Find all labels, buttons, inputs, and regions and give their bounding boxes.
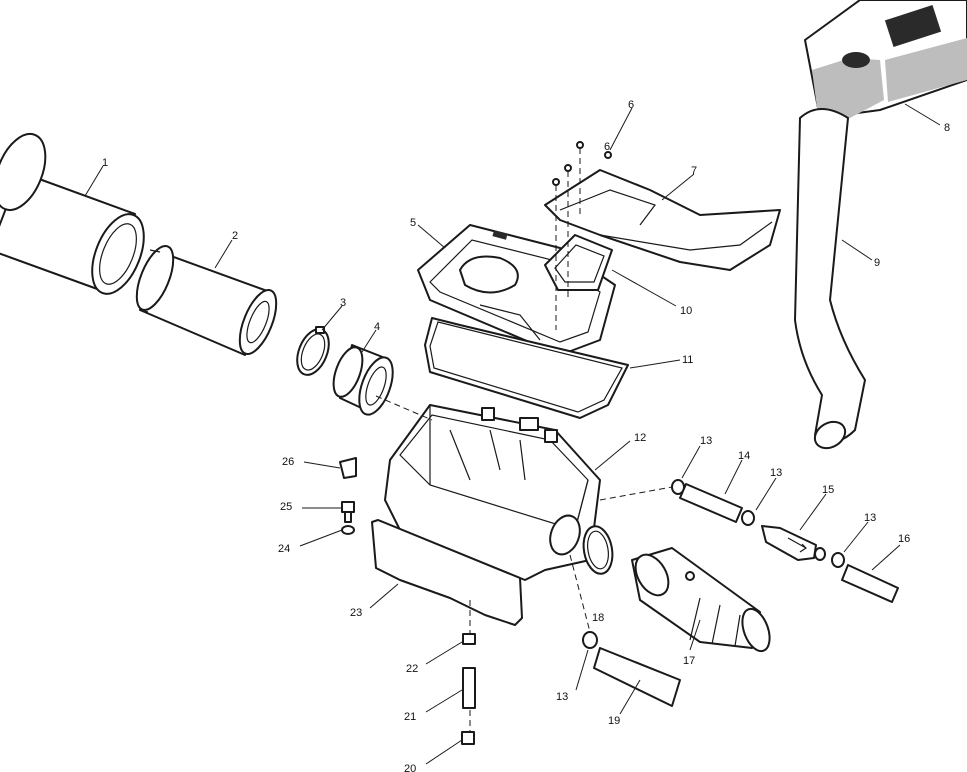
callout-17: 17 <box>683 655 695 667</box>
part-4-adapter-ring <box>332 344 394 416</box>
callout-20: 20 <box>404 763 416 772</box>
part-15-check-valve <box>761 525 826 561</box>
callout-13-d: 13 <box>556 691 568 703</box>
callout-22: 22 <box>406 663 418 675</box>
callout-23: 23 <box>350 607 362 619</box>
callout-8: 8 <box>944 122 950 134</box>
callout-1: 1 <box>102 157 108 169</box>
callout-10: 10 <box>680 305 692 317</box>
callout-6-upper: 6 <box>628 99 634 111</box>
callout-26: 26 <box>282 456 294 468</box>
part-26-bracket <box>339 457 357 479</box>
part-19-hose <box>593 647 681 707</box>
part-8-intake-chamber <box>804 0 967 119</box>
part-13-clamp-c <box>831 552 845 568</box>
part-18-o-ring <box>582 525 614 575</box>
callout-7: 7 <box>691 165 697 177</box>
part-23-splash-shield <box>371 519 523 626</box>
leader-lines <box>84 103 941 765</box>
part-2-air-filter <box>135 245 278 356</box>
callout-16: 16 <box>898 533 910 545</box>
callout-11: 11 <box>682 354 693 366</box>
callout-12: 12 <box>634 432 646 444</box>
part-6-screws <box>552 141 612 330</box>
part-25-bolt <box>341 501 355 523</box>
callout-25: 25 <box>280 501 292 513</box>
callout-14: 14 <box>738 450 750 462</box>
callout-21: 21 <box>404 711 416 723</box>
part-24-washer <box>341 525 355 535</box>
callout-3: 3 <box>340 297 346 309</box>
part-1-prefilter-sleeve <box>0 133 145 295</box>
callout-6-lower: 6 <box>604 141 610 153</box>
callout-24: 24 <box>278 543 290 555</box>
part-20-fitting <box>461 731 475 745</box>
callout-9: 9 <box>874 257 880 269</box>
part-3-clamp <box>296 326 330 376</box>
callout-13-a: 13 <box>700 435 712 447</box>
part-14-hose <box>679 483 743 523</box>
callout-2: 2 <box>232 230 238 242</box>
callout-13-b: 13 <box>770 467 782 479</box>
part-16-hose <box>841 564 899 603</box>
callout-5: 5 <box>410 217 416 229</box>
part-7-intake-duct <box>544 169 781 271</box>
assembly-lines <box>375 395 673 732</box>
callout-15: 15 <box>822 484 834 496</box>
part-17-outlet-boot <box>631 547 771 653</box>
part-9-snorkel-tube <box>794 108 866 450</box>
part-22-drain-plug <box>462 633 476 645</box>
part-11-gasket <box>424 317 629 419</box>
callout-19: 19 <box>608 715 620 727</box>
part-12-airbox <box>384 404 601 581</box>
callout-13-c: 13 <box>864 512 876 524</box>
callout-4: 4 <box>374 321 380 333</box>
part-13-clamp-b <box>741 510 755 526</box>
callout-labels: 1 2 3 4 5 6 6 7 8 9 10 11 12 13 14 13 15… <box>102 99 950 772</box>
part-13-clamp-d <box>582 631 598 649</box>
part-21-drain-tube <box>462 667 476 709</box>
callout-18: 18 <box>592 612 604 624</box>
